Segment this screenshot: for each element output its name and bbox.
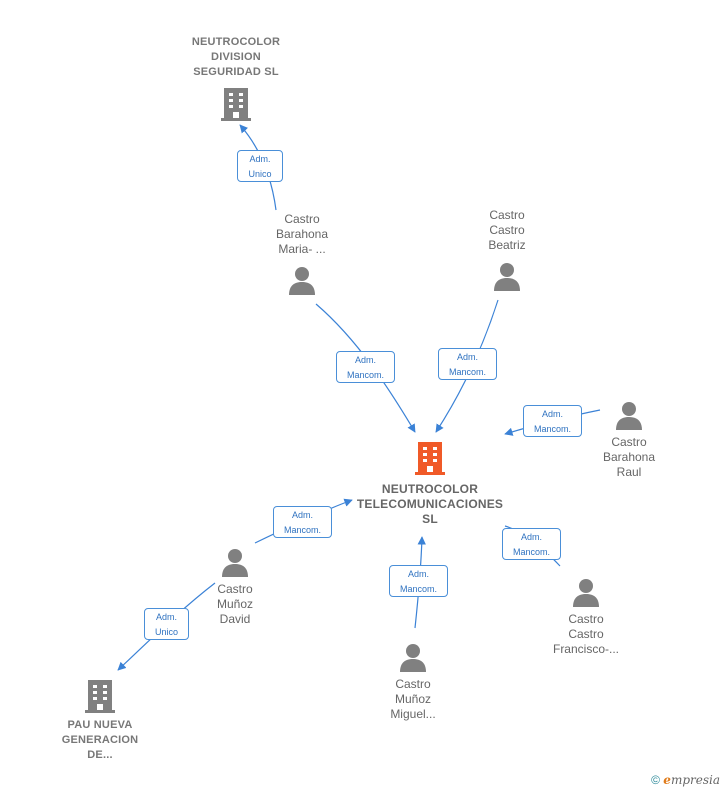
person-name-line2: Castro — [568, 627, 604, 641]
person-node-david[interactable]: Castro Muñoz David — [190, 547, 280, 627]
badge-type: Mancom. — [512, 547, 550, 557]
copyright-icon: © — [651, 773, 660, 787]
brand-name: mpresia — [670, 773, 720, 787]
person-icon — [400, 644, 426, 672]
company-name-line2: DIVISION — [211, 51, 261, 63]
person-name-line1: Castro — [284, 212, 320, 226]
person-name-line3: Francisco-... — [552, 642, 619, 656]
person-name-line2: Barahona — [275, 227, 329, 241]
company-name-line1: NEUTROCOLOR — [191, 36, 281, 48]
person-name-line2: Muñoz — [394, 692, 432, 706]
person-name-line1: Castro — [489, 208, 525, 222]
badge-role: Adm. — [249, 154, 271, 164]
company-name-line1: NEUTROCOLOR — [381, 482, 479, 496]
building-icon — [221, 88, 251, 121]
person-icon — [222, 549, 248, 577]
relation-badge-beatriz-main[interactable]: Adm. Mancom. — [438, 348, 497, 380]
relation-badge-francisco-main[interactable]: Adm. Mancom. — [502, 528, 561, 560]
company-name-line2: TELECOMUNICACIONES — [356, 497, 504, 511]
badge-role: Adm. — [520, 532, 542, 542]
badge-role: Adm. — [354, 355, 376, 365]
person-name-line1: Castro — [217, 582, 253, 596]
person-name-line3: Raul — [616, 465, 642, 479]
person-name-line1: Castro — [568, 612, 604, 626]
person-icon — [616, 402, 642, 430]
person-name-line1: Castro — [611, 435, 647, 449]
badge-type: Mancom. — [399, 584, 437, 594]
person-name-line1: Castro — [395, 677, 431, 691]
relation-badge-maria-main[interactable]: Adm. Mancom. — [336, 351, 395, 383]
badge-role: Adm. — [456, 352, 478, 362]
company-node-main[interactable]: NEUTROCOLOR TELECOMUNICACIONES SL — [340, 440, 520, 527]
person-name-line3: David — [219, 612, 251, 626]
building-icon — [415, 442, 445, 475]
company-name-line3: SL — [422, 512, 438, 526]
badge-type: Unico — [248, 169, 272, 179]
relation-badge-maria-division[interactable]: Adm. Unico — [237, 150, 283, 182]
company-node-division[interactable]: NEUTROCOLOR DIVISION SEGURIDAD SL — [176, 35, 296, 122]
badge-role: Adm. — [291, 510, 313, 520]
building-icon — [85, 680, 115, 713]
person-name-line2: Barahona — [602, 450, 656, 464]
relation-badge-david-main[interactable]: Adm. Mancom. — [273, 506, 332, 538]
person-node-maria[interactable]: Castro Barahona Maria- ... — [250, 212, 354, 297]
badge-type: Mancom. — [448, 367, 486, 377]
person-node-raul[interactable]: Castro Barahona Raul — [582, 400, 676, 480]
company-node-pau[interactable]: PAU NUEVA GENERACION DE... — [50, 678, 150, 763]
badge-role: Adm. — [407, 569, 429, 579]
person-node-beatriz[interactable]: Castro Castro Beatriz — [460, 208, 554, 293]
person-node-francisco[interactable]: Castro Castro Francisco-... — [536, 577, 636, 657]
badge-type: Mancom. — [346, 370, 384, 380]
person-icon — [494, 263, 520, 291]
person-name-line3: Beatriz — [488, 238, 526, 252]
relation-badge-david-pau[interactable]: Adm. Unico — [144, 608, 189, 640]
person-node-miguel[interactable]: Castro Muñoz Miguel... — [368, 642, 458, 722]
badge-type: Mancom. — [283, 525, 321, 535]
person-name-line2: Castro — [489, 223, 525, 237]
person-name-line2: Muñoz — [216, 597, 254, 611]
badge-type: Mancom. — [533, 424, 571, 434]
brand-initial: e — [663, 773, 671, 787]
brand-footer[interactable]: © empresia — [651, 773, 720, 787]
relation-badge-miguel-main[interactable]: Adm. Mancom. — [389, 565, 448, 597]
person-name-line3: Miguel... — [390, 707, 436, 721]
badge-role: Adm. — [541, 409, 563, 419]
person-name-line3: Maria- ... — [278, 242, 326, 256]
company-name-line3: DE... — [87, 749, 113, 761]
relation-badge-raul-main[interactable]: Adm. Mancom. — [523, 405, 582, 437]
company-name-line3: SEGURIDAD SL — [193, 66, 279, 78]
company-name-line2: GENERACION — [61, 734, 139, 746]
badge-role: Adm. — [155, 612, 177, 622]
badge-type: Unico — [154, 627, 178, 637]
person-icon — [289, 267, 315, 295]
person-icon — [573, 579, 599, 607]
brand-logo: empresia — [663, 773, 720, 787]
company-name-line1: PAU NUEVA — [67, 719, 133, 731]
